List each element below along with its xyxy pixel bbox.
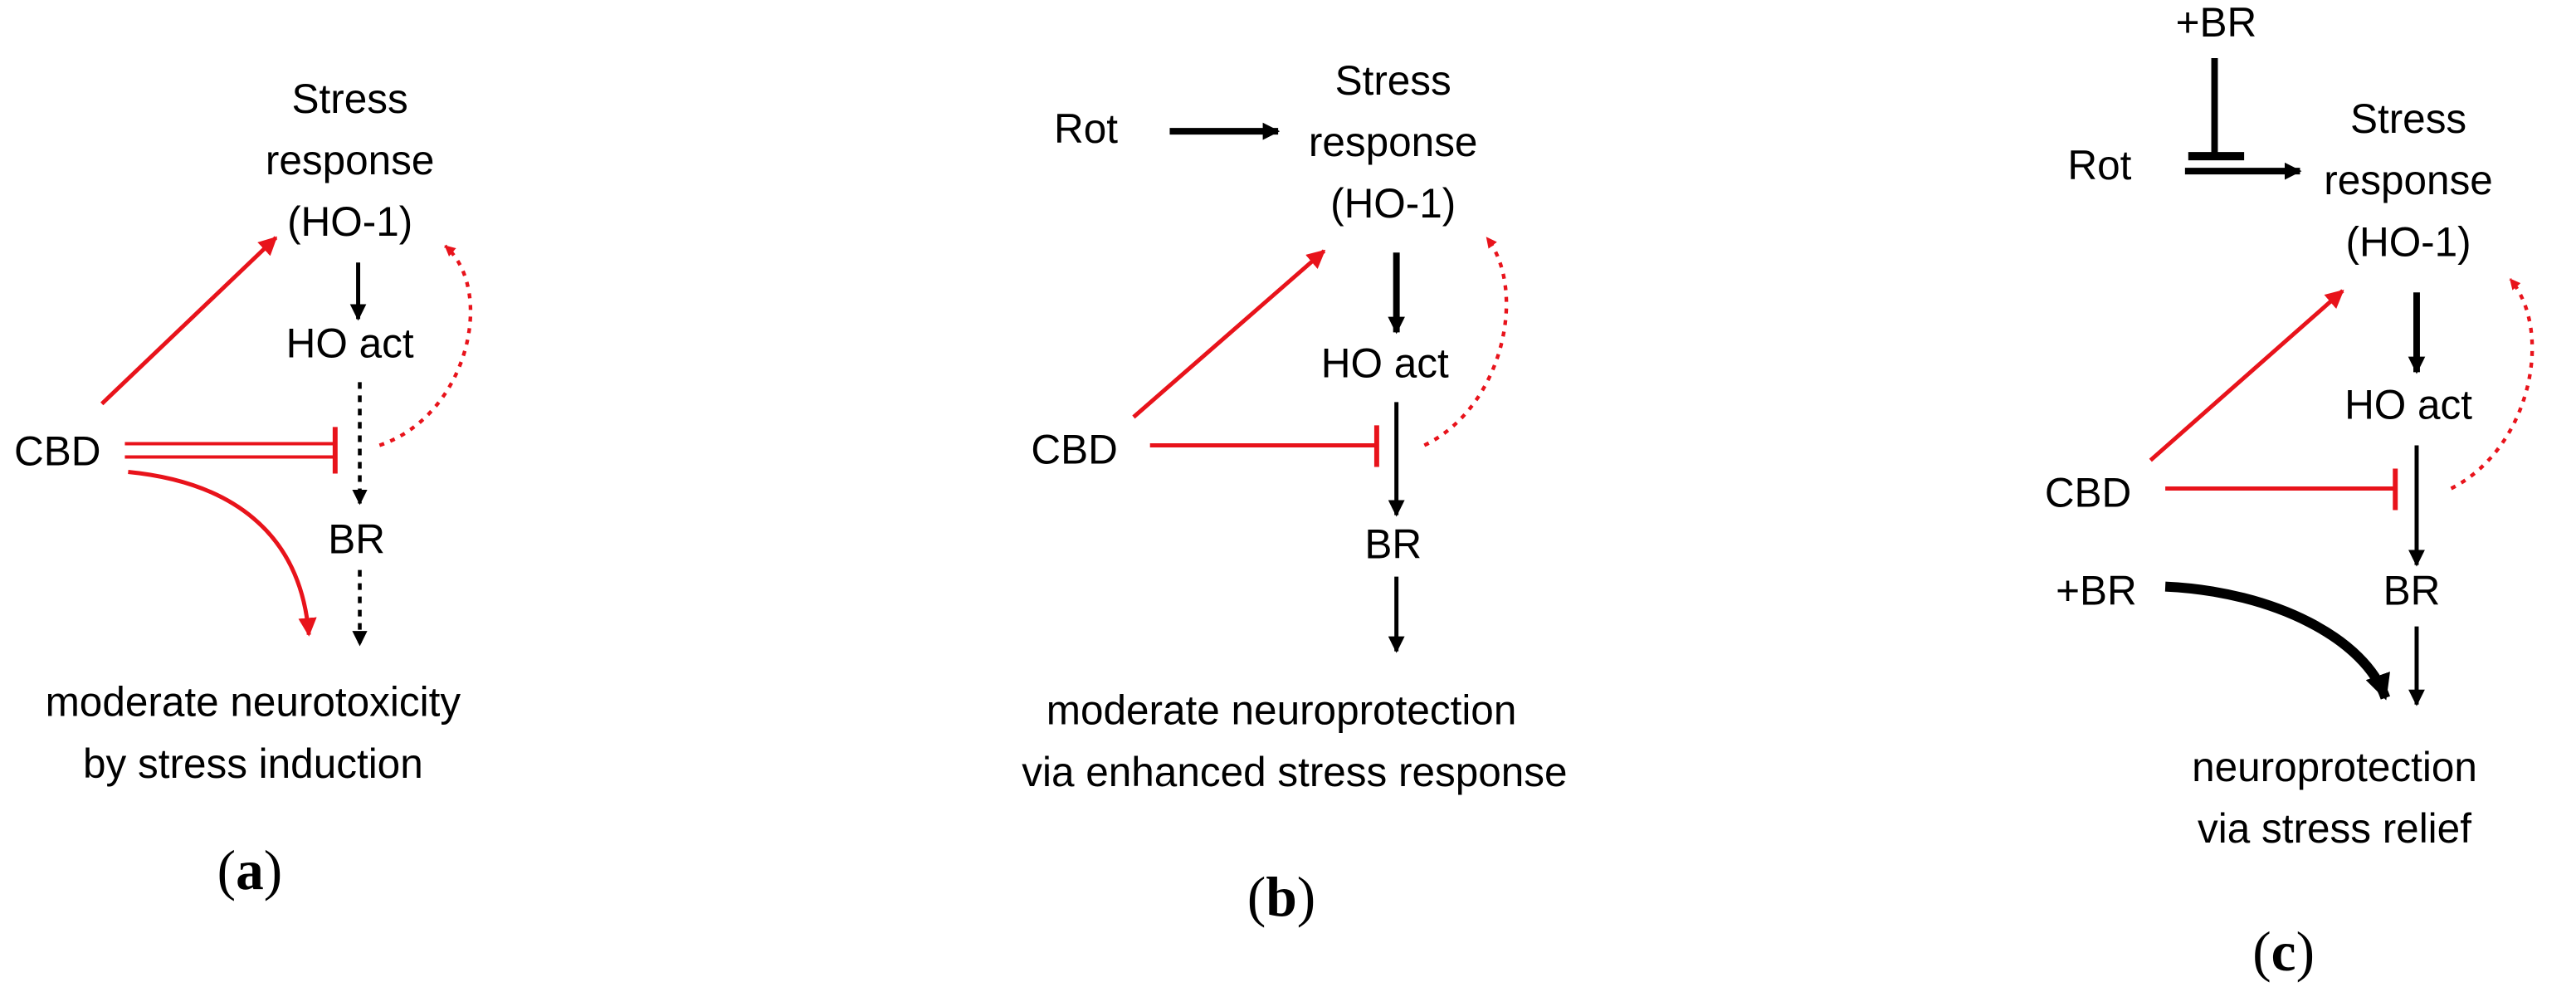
stress-label-line3: (HO-1) <box>287 198 412 245</box>
stress-label-line3: (HO-1) <box>2346 218 2471 265</box>
stress-label-line2: response <box>2324 157 2493 203</box>
stress-label-line3: (HO-1) <box>1330 180 1456 227</box>
stress-label-line1: Stress <box>1335 57 1451 104</box>
cbd-label: CBD <box>14 428 100 474</box>
br-label: BR <box>1364 520 1422 567</box>
outcome-line1: neuroprotection <box>2192 744 2477 790</box>
red-arrow-cbd-to-stress <box>1132 249 1326 419</box>
caption-letter: b <box>1266 866 1296 928</box>
stress-label-line1: Stress <box>2350 95 2466 142</box>
ho-act-label: HO act <box>286 320 414 366</box>
panel-c: +BR Rot Stress response (HO-1) HO act CB… <box>2045 0 2535 983</box>
plus-br-left-label: +BR <box>2056 567 2137 613</box>
br-label: BR <box>328 515 385 562</box>
red-curved-arrow-cbd-to-outcome <box>128 469 317 637</box>
outcome-line2: via enhanced stress response <box>1022 749 1567 795</box>
red-arrow-cbd-to-stress <box>100 236 278 406</box>
thick-curved-arrow-plus-br-to-outcome <box>2164 581 2390 701</box>
rot-label: Rot <box>1054 105 1118 152</box>
panel-a: Stress response (HO-1) HO act CBD BR mod… <box>14 76 473 901</box>
outcome-line1: moderate neuroprotection <box>1046 687 1517 733</box>
red-dotted-feedback-arrow <box>1423 236 1509 447</box>
plus-br-top-label: +BR <box>2176 0 2257 46</box>
panel-caption: (a) <box>217 839 282 901</box>
br-label: BR <box>2383 567 2441 613</box>
outcome-line2: by stress induction <box>83 740 423 787</box>
panel-caption: (b) <box>1247 866 1315 928</box>
stress-label-line2: response <box>1309 119 1478 165</box>
ho-act-label: HO act <box>1321 340 1449 386</box>
rot-label: Rot <box>2067 142 2131 188</box>
caption-letter: c <box>2271 921 2296 983</box>
red-dotted-feedback-arrow <box>2450 277 2535 491</box>
caption-letter: a <box>236 839 264 901</box>
panel-b: Rot Stress response (HO-1) HO act CBD BR… <box>1022 57 1567 928</box>
panel-caption: (c) <box>2252 921 2315 983</box>
red-dotted-feedback-arrow <box>378 244 473 447</box>
outcome-line1: moderate neurotoxicity <box>46 678 461 725</box>
outcome-line2: via stress relief <box>2198 805 2471 852</box>
ho-act-label: HO act <box>2344 381 2472 428</box>
cbd-label: CBD <box>2045 469 2131 515</box>
stress-label-line1: Stress <box>292 76 408 122</box>
stress-label-line2: response <box>266 137 435 183</box>
red-arrow-cbd-to-stress <box>2149 289 2344 462</box>
cbd-label: CBD <box>1031 426 1117 472</box>
